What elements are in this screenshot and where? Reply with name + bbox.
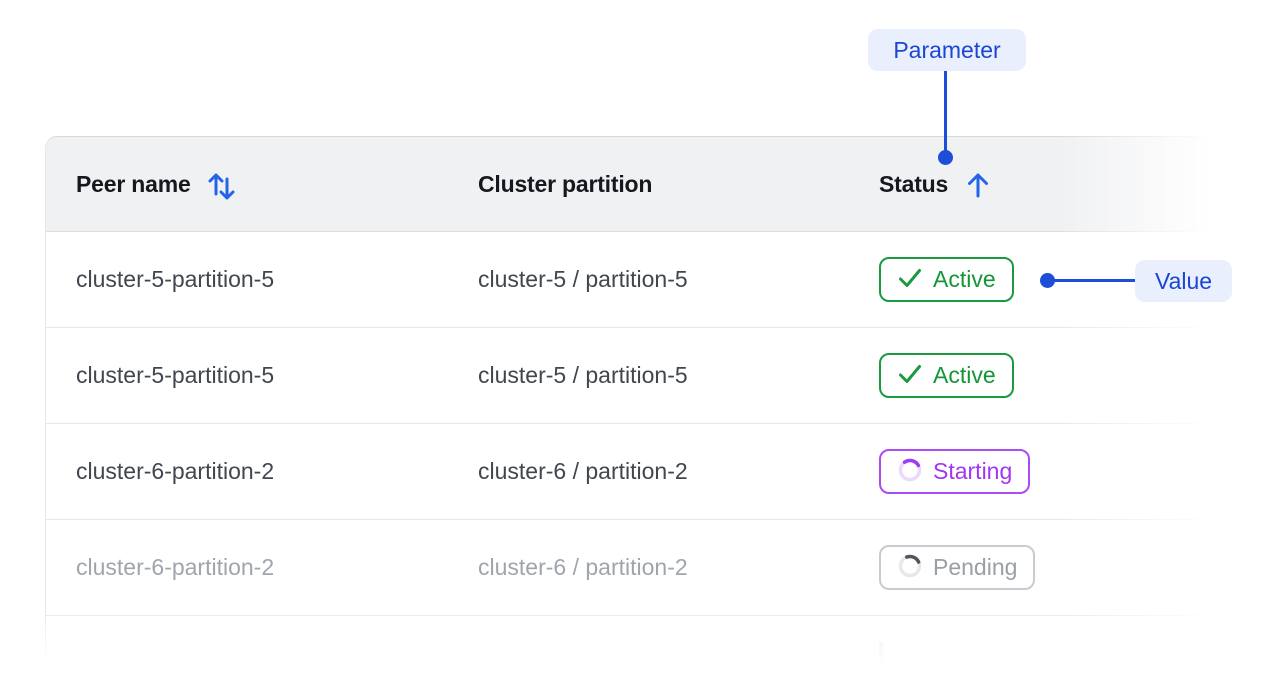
status-badge-label: Pending	[933, 554, 1018, 580]
status-badge: Starting	[879, 449, 1031, 494]
check-icon	[897, 361, 923, 391]
sort-both-arrows-icon[interactable]	[206, 168, 236, 200]
arrow-up-icon[interactable]	[965, 169, 991, 199]
value-callout-pill: Value	[1135, 260, 1232, 302]
parameter-callout-line	[944, 71, 947, 151]
cluster-partition-cell: cluster-5 / partition-5	[478, 266, 688, 292]
value-callout-dot	[1040, 273, 1055, 288]
status-cell	[879, 641, 1210, 663]
status-cell: Pending	[879, 545, 1210, 590]
status-badge: Pending	[879, 545, 1036, 590]
peer-name-cell: cluster-6-partition-2	[76, 458, 275, 484]
peers-table: Peer name Cluster partition Status	[45, 136, 1210, 688]
status-badge-ghost	[879, 641, 883, 663]
spinner-icon	[897, 457, 923, 487]
spinner-icon	[897, 553, 923, 583]
status-cell: Starting	[879, 449, 1210, 494]
column-header-label: Cluster partition	[478, 170, 653, 197]
cluster-partition-cell: cluster-5 / partition-5	[478, 362, 688, 388]
peer-name-cell: cluster-6-partition-2	[76, 554, 275, 580]
status-badge-label: Active	[933, 266, 996, 292]
status-badge: Active	[879, 353, 1014, 398]
column-header-label: Status	[879, 170, 949, 197]
peer-name-cell: cluster-5-partition-5	[76, 362, 275, 388]
table-row: cluster-6-partition-2 cluster-6 / partit…	[46, 424, 1210, 520]
value-callout-line	[1053, 279, 1135, 282]
table-row: cluster-6-partition-2 cluster-6 / partit…	[46, 520, 1210, 616]
parameter-callout-pill: Parameter	[868, 29, 1026, 71]
status-cell: Active	[879, 353, 1210, 398]
table-row: cluster-5-partition-5 cluster-5 / partit…	[46, 232, 1210, 328]
column-header-peer-name[interactable]: Peer name	[76, 168, 478, 200]
parameter-callout-dot	[938, 150, 953, 165]
table-header-row: Peer name Cluster partition Status	[46, 137, 1210, 232]
peer-name-cell: cluster-5-partition-5	[76, 266, 275, 292]
cluster-partition-cell: cluster-6 / partition-2	[478, 458, 688, 484]
table-row-partial	[46, 616, 1210, 688]
status-cell: Active	[879, 257, 1210, 302]
table-row: cluster-5-partition-5 cluster-5 / partit…	[46, 328, 1210, 424]
status-badge: Active	[879, 257, 1014, 302]
column-header-cluster-partition: Cluster partition	[478, 171, 879, 198]
column-header-label: Peer name	[76, 170, 191, 197]
column-header-status[interactable]: Status	[879, 169, 1210, 199]
cluster-partition-cell: cluster-6 / partition-2	[478, 554, 688, 580]
status-badge-label: Active	[933, 362, 996, 388]
status-badge-label: Starting	[933, 458, 1013, 484]
check-icon	[897, 265, 923, 295]
